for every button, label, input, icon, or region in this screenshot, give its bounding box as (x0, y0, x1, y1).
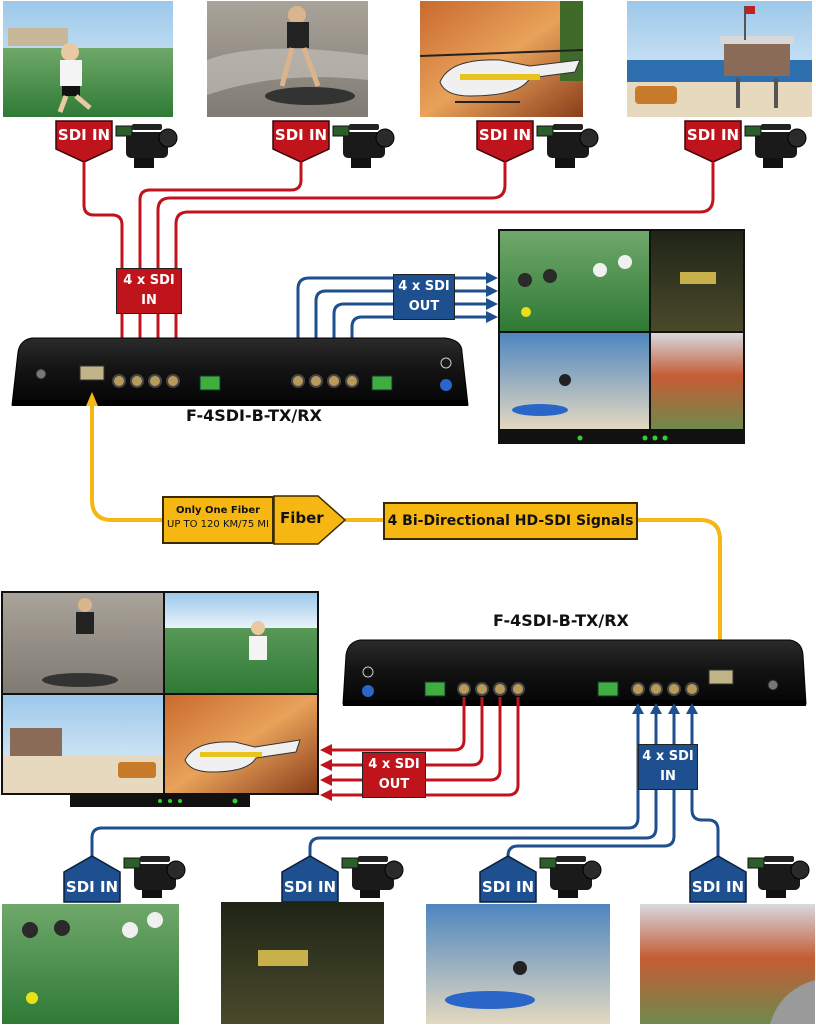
bottom-sdi-output-arrowheads (320, 744, 332, 801)
photo-lifeguard-tower-top (627, 1, 812, 117)
top-input-group-line1: 4 x SDI (123, 273, 175, 288)
top-output-group-label: 4 x SDI OUT (393, 274, 455, 320)
sdi-in-badges-top (55, 120, 742, 163)
photo-skimboard-top (207, 1, 368, 117)
photo-soccer-team-bottom (2, 904, 179, 1024)
sdi-in-badge-label: SDI IN (691, 878, 745, 896)
sdi-in-badge-label: SDI IN (686, 126, 740, 144)
fiber-label: Fiber (280, 509, 324, 527)
fiber-info-line2: UP TO 120 KM/75 MI (167, 519, 269, 530)
sdi-in-badge-label: SDI IN (57, 126, 111, 144)
camcorder-icon (123, 856, 186, 898)
sdi-in-badge-label: SDI IN (283, 878, 337, 896)
bottom-input-group-line1: 4 x SDI (642, 749, 694, 764)
bottom-sdi-input-lines (90, 712, 720, 860)
bottom-output-group-label: 4 x SDI OUT (362, 752, 426, 798)
bottom-output-group-line1: 4 x SDI (368, 757, 420, 772)
top-chassis (11, 337, 469, 406)
photo-helicopter-top (419, 1, 584, 117)
top-sdi-output-lines (296, 276, 488, 375)
sdi-in-badges-bottom (63, 855, 747, 903)
bottom-sdi-output-lines (330, 697, 520, 797)
top-input-group-label: 4 x SDI IN (116, 268, 182, 314)
bottom-chassis (342, 639, 807, 706)
bottom-monitor-grid (1, 591, 319, 807)
bottom-device-label: F-4SDI-B-TX/RX (493, 611, 629, 630)
sdi-in-badge-label: SDI IN (481, 878, 535, 896)
camcorder-icon (341, 856, 404, 898)
camcorder-icon (332, 124, 395, 168)
fiber-info-line1: Only One Fiber (175, 505, 261, 516)
camcorder-icon (115, 124, 178, 168)
photo-bodyboard-bottom (426, 904, 610, 1024)
top-input-group-line2: IN (141, 293, 157, 308)
bottom-sdi-input-arrowheads (632, 703, 698, 714)
bottom-input-group-line2: IN (660, 769, 676, 784)
camcorder-icon (536, 124, 599, 168)
camcorder-icon (744, 124, 807, 168)
top-sdi-input-lines (82, 162, 715, 360)
bottom-input-group-label: 4 x SDI IN (638, 744, 698, 790)
photo-night-house-bottom (221, 902, 384, 1024)
photo-red-rock-bottom (640, 904, 815, 1024)
fiber-info-box: Only One Fiber UP TO 120 KM/75 MI (162, 496, 274, 544)
camcorder-icon (747, 856, 810, 898)
sdi-in-badge-label: SDI IN (65, 878, 119, 896)
signals-box: 4 Bi-Directional HD-SDI Signals (383, 502, 638, 540)
top-monitor-grid (498, 229, 745, 444)
top-output-group-line1: 4 x SDI (398, 279, 450, 294)
photo-soccer-kid-top (3, 1, 173, 117)
sdi-in-badge-label: SDI IN (274, 126, 328, 144)
top-sdi-output-arrowheads (486, 272, 498, 323)
top-device-label: F-4SDI-B-TX/RX (186, 406, 322, 425)
sdi-in-badge-label: SDI IN (478, 126, 532, 144)
top-output-group-line2: OUT (408, 299, 440, 314)
camcorder-icon (539, 856, 602, 898)
fiber-line (86, 392, 726, 666)
bottom-output-group-line2: OUT (378, 777, 410, 792)
